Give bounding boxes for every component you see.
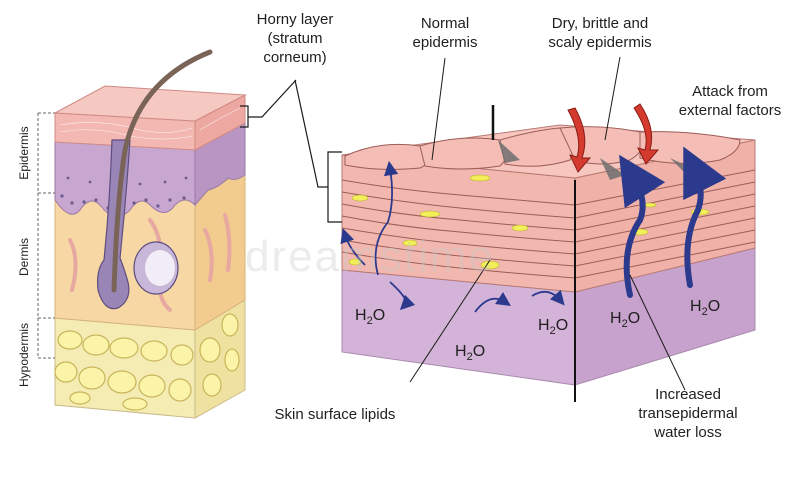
h2o-label: H2O: [455, 343, 486, 364]
water-loss-arrows: [619, 146, 727, 298]
horny-bracket-left: [240, 79, 297, 128]
hypodermis-label: Hypodermis: [17, 322, 31, 388]
skin-top-surface: [53, 85, 247, 122]
horny-layer-label: Horny layer (stratum corneum): [256, 11, 334, 66]
watermark: dreamstime: [245, 232, 495, 281]
normal-epidermis-label: Normal epidermis: [412, 15, 478, 51]
external-attack-arrows: [567, 103, 660, 173]
skin-lipids-label: Skin surface lipids: [274, 406, 396, 423]
h2o-label: H2O: [355, 307, 386, 328]
horny-bracket-right: [294, 79, 342, 223]
water-loss-label: Increased transepidermal water loss: [638, 386, 738, 441]
h2o-label: H2O: [538, 317, 569, 338]
dermis-label: Dermis: [17, 238, 31, 276]
fat-cells: [54, 313, 240, 411]
epidermis-label: Epidermis: [17, 126, 31, 180]
skin-block-left: [37, 49, 247, 419]
hair-shaft: [111, 49, 213, 293]
label-pointers: [409, 56, 686, 391]
h2o-label: H2O: [690, 298, 721, 319]
dry-epidermis-label: Dry, brittle and scaly epidermis: [548, 15, 652, 51]
h2o-label: H2O: [610, 310, 641, 331]
attack-label: Attack from external factors: [678, 83, 782, 119]
